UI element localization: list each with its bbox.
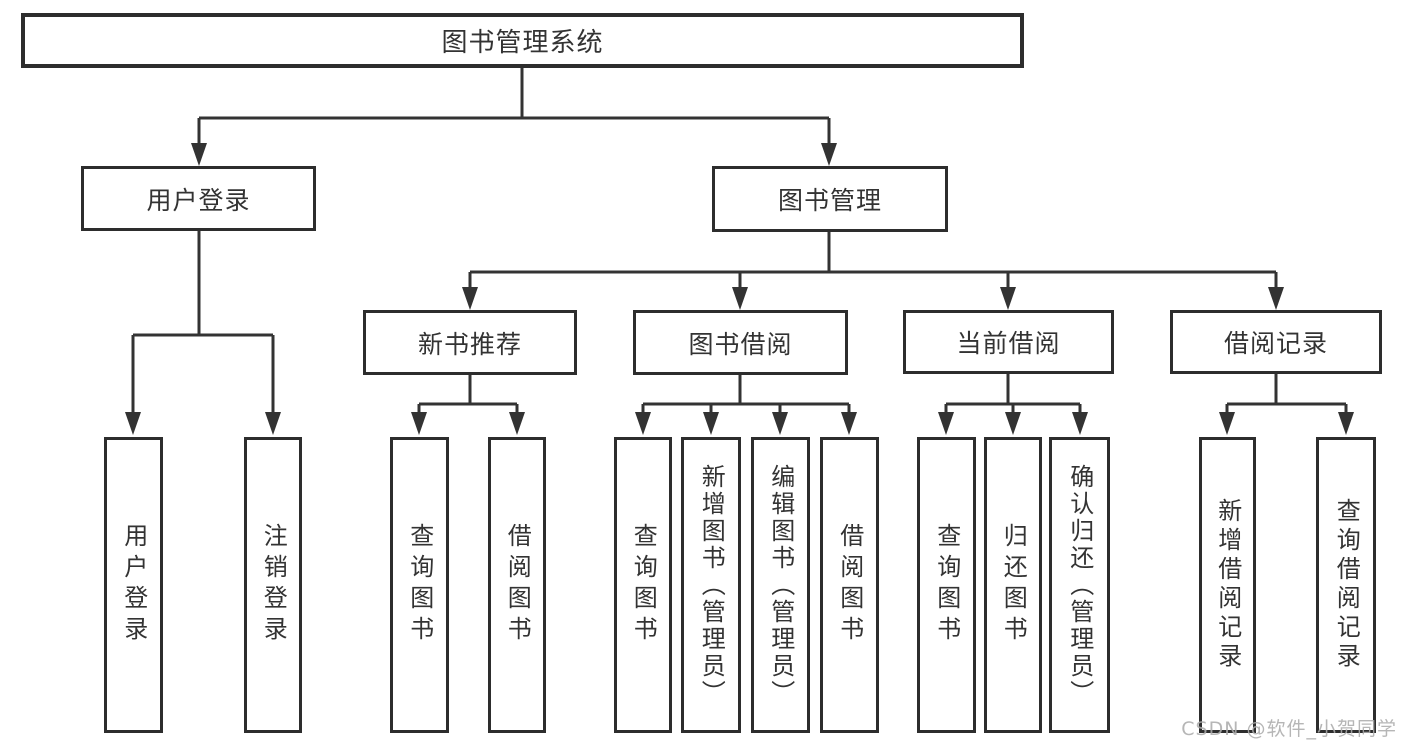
- leaf-logout: 注销登录: [244, 437, 302, 733]
- leaf-cb-query-books: 查询图书: [917, 437, 976, 733]
- leaf-cb-confirm-return-admin: 确认归还（管理员）: [1049, 437, 1110, 733]
- leaf-br-query-record: 查询借阅记录: [1316, 437, 1376, 733]
- leaf-bb-edit-books-admin: 编辑图书（管理员）: [751, 437, 810, 733]
- node-book-management: 图书管理: [712, 166, 948, 232]
- node-book-borrowing: 图书借阅: [633, 310, 848, 375]
- leaf-user-login: 用户登录: [104, 437, 163, 733]
- leaf-bb-borrow-books: 借阅图书: [820, 437, 879, 733]
- leaf-nb-borrow-books: 借阅图书: [488, 437, 546, 733]
- csdn-watermark: CSDN @软件_小贺同学: [1181, 718, 1397, 740]
- leaf-nb-query-books: 查询图书: [390, 437, 449, 733]
- node-borrowing-records: 借阅记录: [1170, 310, 1382, 374]
- node-current-borrowing: 当前借阅: [903, 310, 1114, 374]
- node-user-login: 用户登录: [81, 166, 316, 231]
- arrowheads: [125, 143, 1354, 435]
- leaf-bb-query-books: 查询图书: [614, 437, 672, 733]
- node-new-book-recommend: 新书推荐: [363, 310, 577, 375]
- leaf-br-add-record: 新增借阅记录: [1199, 437, 1256, 733]
- node-root: 图书管理系统: [21, 13, 1024, 68]
- leaf-cb-return-books: 归还图书: [984, 437, 1042, 733]
- leaf-bb-add-books-admin: 新增图书（管理员）: [681, 437, 741, 733]
